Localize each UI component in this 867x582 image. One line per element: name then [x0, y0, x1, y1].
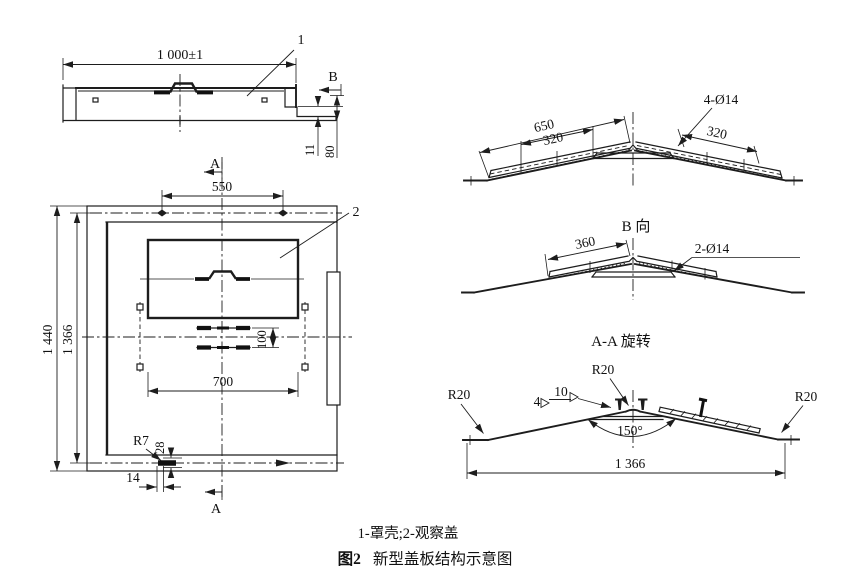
dim-360-label: 360	[574, 233, 597, 252]
r7-leader	[145, 448, 162, 461]
hinge-bar-pads	[197, 325, 250, 350]
dim-1366-label: 1 366	[60, 324, 75, 355]
side-stiffener-plate	[326, 271, 341, 406]
centerline-arrow-marker	[276, 459, 290, 467]
cover-plates-fringe-b	[550, 262, 716, 279]
r20-right-leader	[781, 405, 804, 433]
figure-number: 图2	[338, 550, 362, 568]
part1-label: 1	[298, 33, 305, 48]
plan-ext-lines	[50, 162, 299, 500]
figure-title: 新型盖板结构示意图	[373, 549, 513, 568]
front-view: 650 320 320 4-Ø14	[463, 92, 803, 188]
shell-hole-right	[261, 97, 268, 103]
ridge-stud-left	[617, 399, 622, 410]
clip-mark	[136, 363, 144, 371]
dim-360-line	[547, 242, 627, 261]
dim-650-label: 650	[532, 116, 555, 135]
ridge-bridge	[592, 144, 675, 160]
clip-mark	[136, 303, 144, 311]
dim-320-right-line	[681, 134, 758, 153]
side-view: 1 000±1 1 B 11 80	[62, 33, 344, 159]
section-title: A-A 旋转	[591, 333, 651, 350]
fold-lines	[139, 302, 306, 372]
dim-320-left-label: 320	[542, 129, 565, 148]
dim-320-left-line	[520, 128, 594, 146]
section-end-ticks	[469, 435, 792, 445]
dim-80-label: 80	[323, 146, 337, 159]
weld-length-label: 10	[554, 384, 568, 399]
cover-plates-fringe	[491, 150, 781, 180]
r20-right-label: R20	[795, 389, 818, 404]
weld-leader-arrow	[577, 398, 612, 408]
weld-symbol-triangles	[540, 391, 579, 409]
dim-11-label: 11	[303, 144, 317, 156]
section-aa-view: A-A 旋转 R20 R20 R20 4 10 150° 1 366	[448, 333, 818, 479]
rotated-cover-bar	[658, 406, 761, 434]
stud-marker-left	[157, 209, 167, 217]
angle-150-label: 150°	[617, 423, 643, 438]
shell-hole-left	[92, 97, 99, 103]
dim-1440-label: 1 440	[40, 324, 55, 355]
holes-2d14-leader	[673, 257, 693, 272]
roof-end-ticks	[470, 176, 795, 186]
hinge-bars	[196, 327, 251, 349]
handle-arch	[168, 82, 199, 94]
dim-1366-section-label: 1 366	[615, 456, 646, 471]
plan-view: 550 700 A A 2 1 440 1 366 100 R7 28 14	[40, 157, 360, 517]
b-view-title: B 向	[622, 218, 651, 235]
legend-text: 1-罩壳;2-观察盖	[358, 524, 459, 542]
ext-lines	[62, 58, 344, 158]
cover-handle-arch	[208, 270, 237, 280]
r20-left-label: R20	[448, 387, 471, 402]
dim-100-label: 100	[255, 330, 269, 349]
b-arrow-label: B	[328, 70, 337, 85]
stud-marker-right	[278, 209, 288, 217]
dim-28-label: 28	[153, 442, 167, 455]
r20-top-leader	[609, 378, 629, 406]
shell-top-edge	[75, 84, 297, 108]
angle-150-arc	[587, 418, 677, 437]
section-a-label-top: A	[210, 157, 221, 172]
ridge-bridge-b	[591, 256, 676, 278]
roof-profile-b	[461, 262, 805, 294]
hinge-bar-centers	[217, 326, 229, 349]
rotated-cover-handle	[698, 397, 708, 418]
clip-mark	[301, 363, 309, 371]
part2-label: 2	[353, 205, 360, 220]
r20-top-label: R20	[592, 362, 615, 377]
shell-inner-walls	[105, 221, 338, 456]
rotated-cover-hatching	[669, 408, 752, 431]
clip-mark	[301, 303, 309, 311]
section-profile	[462, 408, 800, 442]
b-view-ext-lines	[544, 239, 800, 280]
holes-4d14-label: 4-Ø14	[704, 92, 739, 107]
caption: 1-罩壳;2-观察盖 图2 新型盖板结构示意图	[338, 524, 513, 568]
dim-320-right-label: 320	[705, 123, 728, 142]
dim-r7-label: R7	[133, 433, 149, 448]
dim-700-label: 700	[213, 374, 234, 389]
figure-caption: 图2 新型盖板结构示意图	[338, 549, 513, 568]
weld-size-label: 4	[534, 394, 541, 409]
b-direction-view: B 向 360 2-Ø14	[461, 218, 805, 300]
cover-plates-hidden-lines	[489, 145, 782, 175]
r20-left-leader	[460, 403, 484, 434]
part2-leader	[279, 212, 350, 259]
holes-2d14-label: 2-Ø14	[695, 241, 730, 256]
dim-14-label: 14	[126, 470, 140, 485]
section-a-label-bottom: A	[211, 502, 222, 517]
part1-leader	[246, 49, 295, 97]
dim-1000-label: 1 000±1	[157, 48, 203, 63]
dim-550-label: 550	[212, 179, 233, 194]
roof-profile	[463, 149, 803, 182]
ridge-stud-right	[640, 399, 645, 410]
holes-4d14-leader	[677, 107, 713, 147]
